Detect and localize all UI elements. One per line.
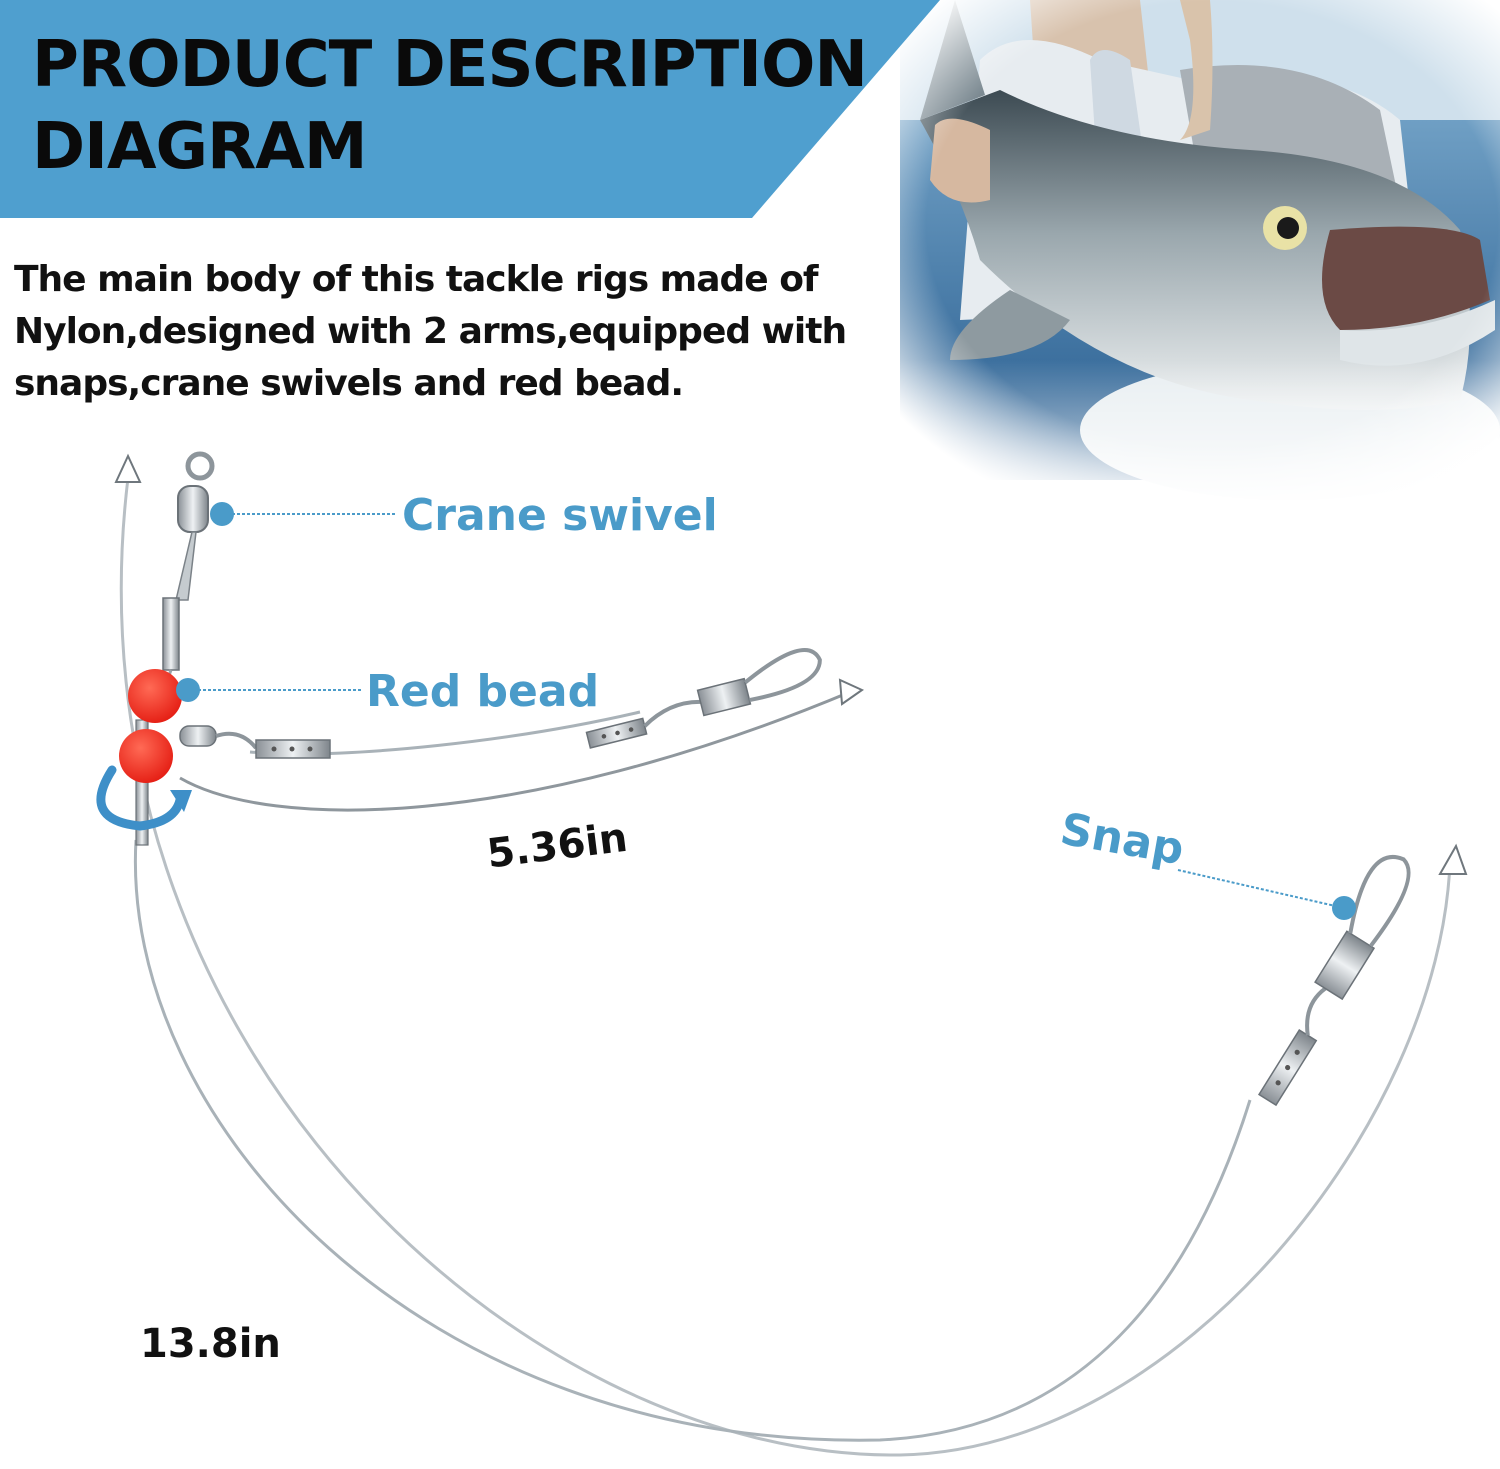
- callout-red-bead: Red bead: [176, 666, 599, 717]
- photo-scene: [860, 0, 1500, 520]
- callout-snap: Snap: [1057, 804, 1356, 920]
- fish-photo: [860, 0, 1500, 520]
- long-arm-measure-arc: [114, 453, 1468, 1457]
- red-bead-label: Red bead: [366, 666, 599, 717]
- red-beads: [119, 669, 182, 846]
- snap-label: Snap: [1057, 804, 1188, 876]
- rotation-arrow-icon: [96, 765, 192, 831]
- product-description: The main body of this tackle rigs made o…: [14, 259, 847, 404]
- short-arm-length-label: 5.36in: [485, 815, 630, 878]
- page-title: PRODUCT DESCRIPTION DIAGRAM: [32, 28, 868, 184]
- main-line: [133, 839, 1252, 1442]
- callout-crane-swivel: Crane swivel: [210, 490, 718, 541]
- short-arm-swivel: [179, 725, 331, 759]
- long-arm-snap: [1257, 855, 1411, 1107]
- long-arm-length-label: 13.8in: [140, 1321, 281, 1367]
- crane-swivel: [158, 451, 215, 701]
- short-arm-measure-arc: [179, 678, 865, 812]
- crane-swivel-label: Crane swivel: [402, 490, 718, 541]
- short-arm-snap: [585, 648, 822, 749]
- title-banner: [0, 0, 940, 218]
